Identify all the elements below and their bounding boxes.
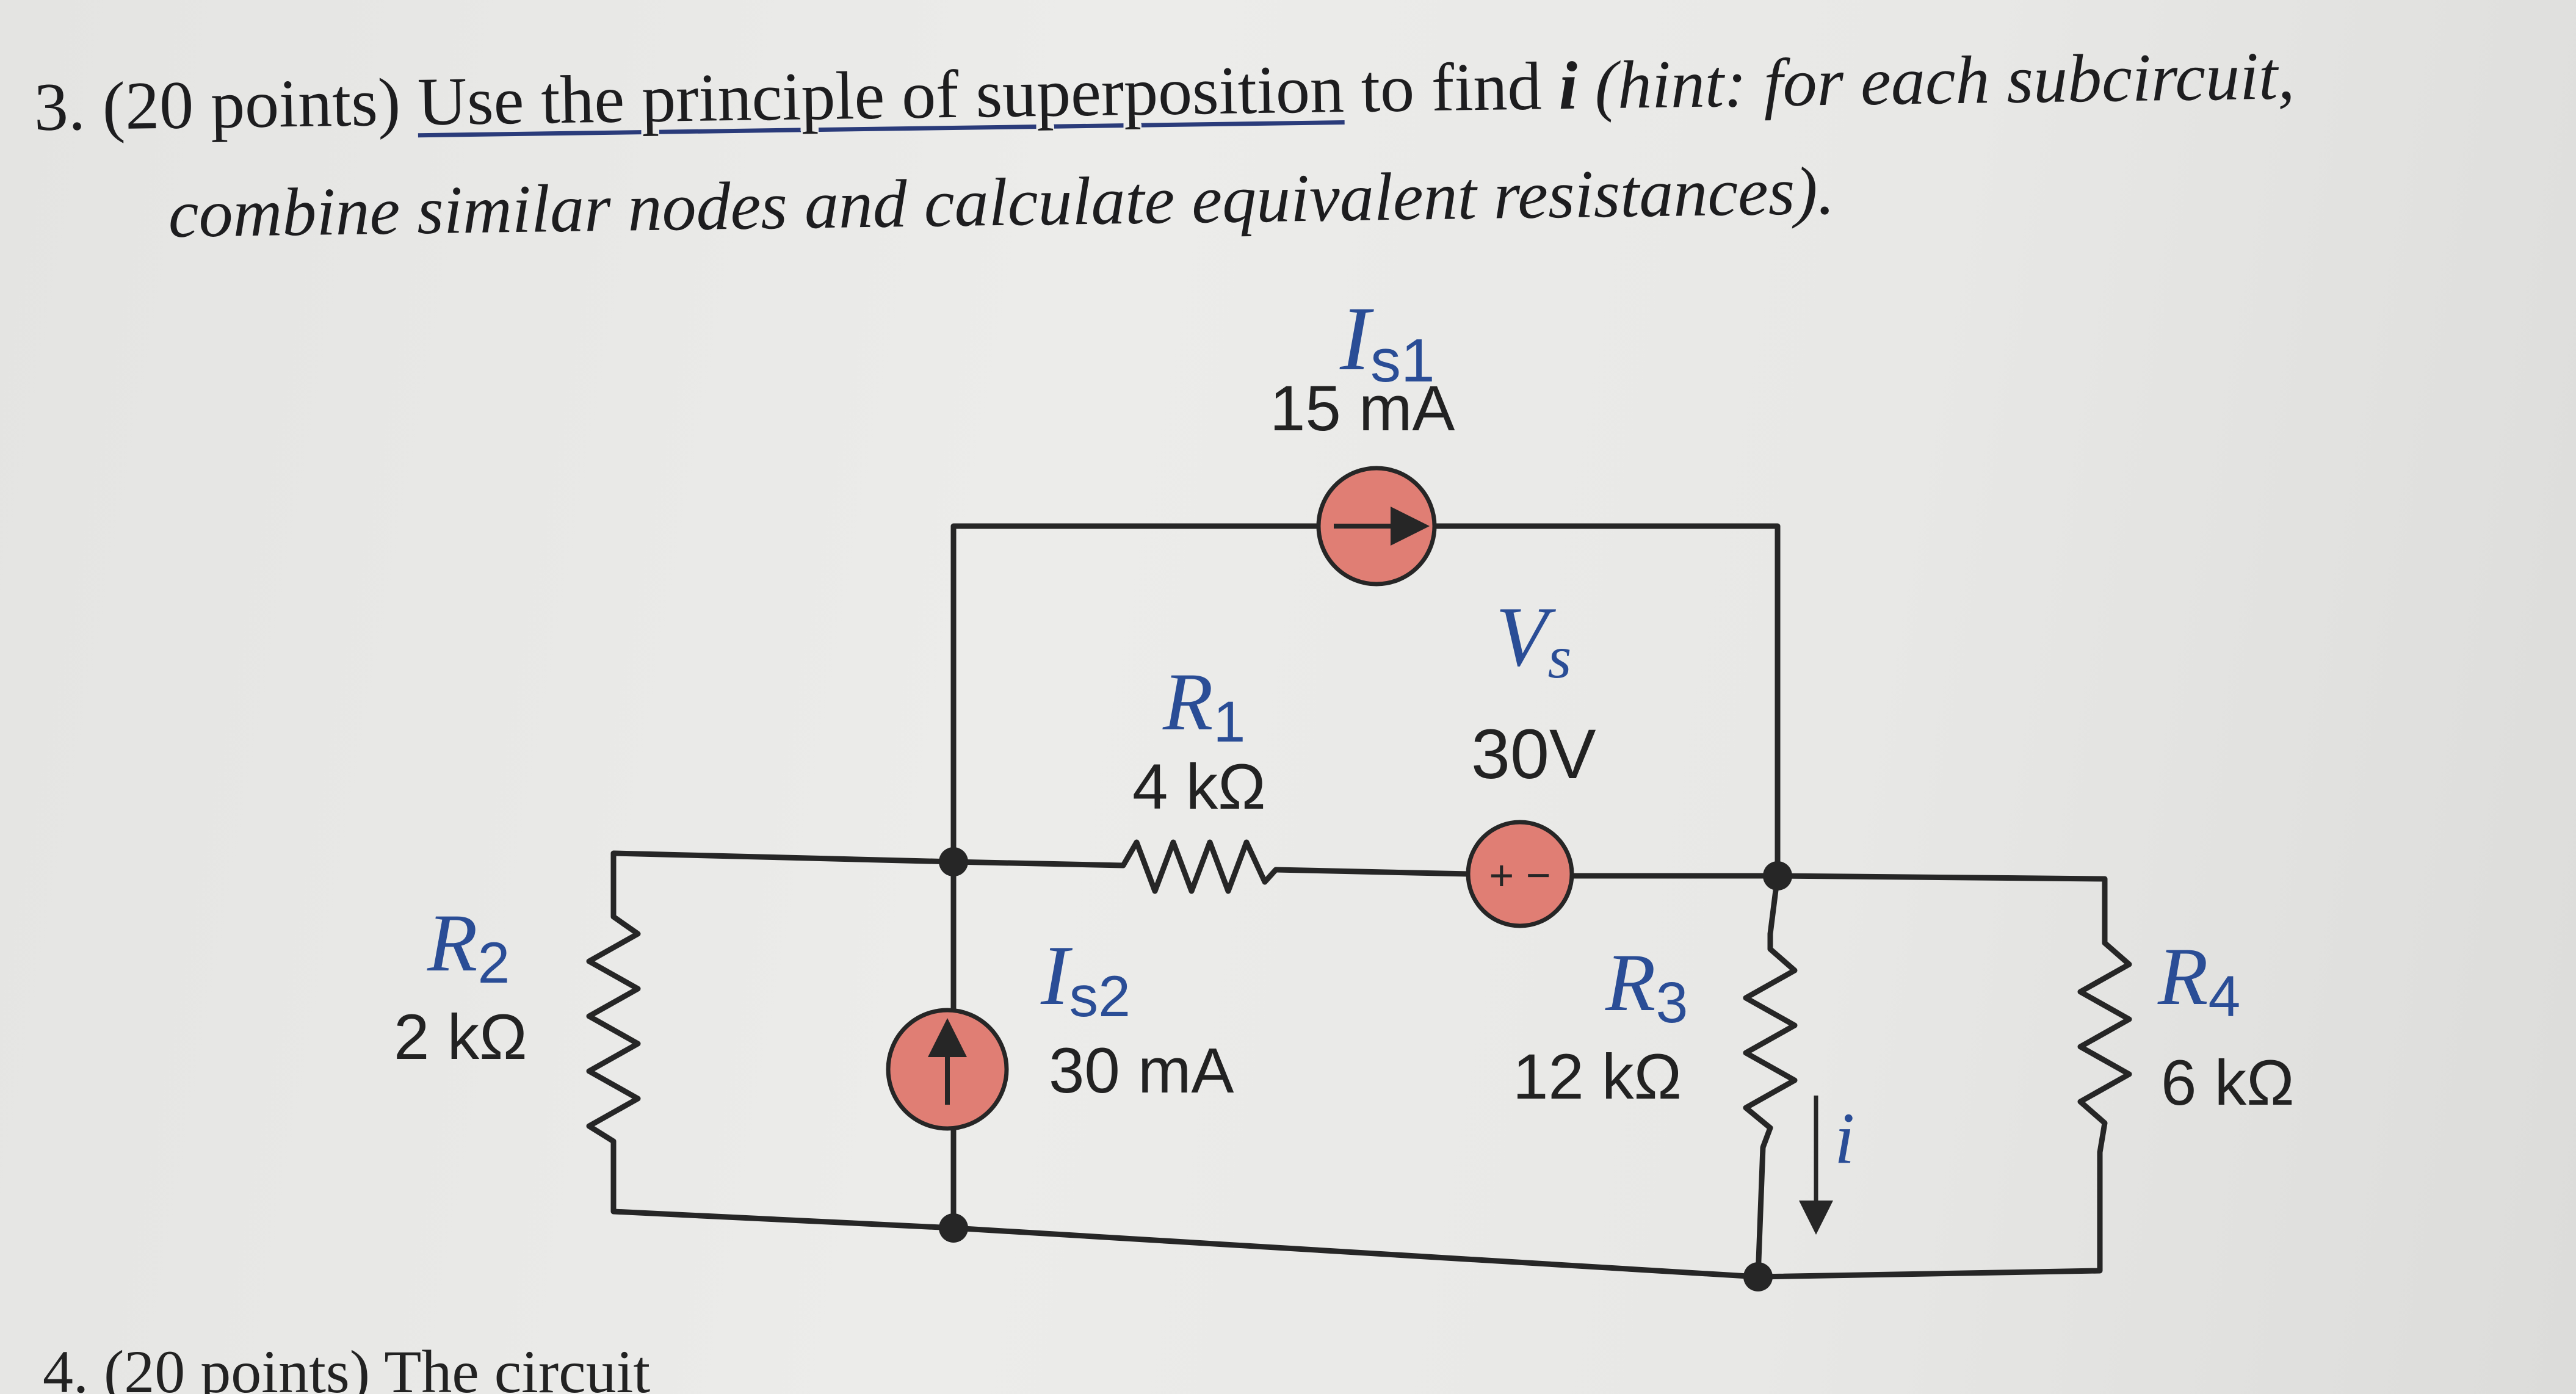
value-is1: 15 mA (1270, 373, 1455, 444)
wire-r2-bottom (610, 1149, 957, 1231)
wire-mid-left (610, 850, 1126, 889)
next-problem-text: 4. (20 points) The circuit (43, 1338, 651, 1394)
label-vs-sub: s (1548, 623, 1572, 691)
label-is2-symbol: I (1040, 928, 1073, 1023)
value-vs: 30V (1471, 715, 1596, 793)
current-source-is1 (1316, 466, 1437, 587)
node-bottom-left (939, 1213, 968, 1243)
vs-polarity: + − (1489, 851, 1550, 899)
label-r4: R4 (2157, 931, 2240, 1029)
resistor-r4 (2077, 931, 2132, 1153)
circuit-nodes (939, 847, 1792, 1291)
node-mid-left (939, 847, 968, 876)
label-r2-sub: 2 (477, 931, 510, 995)
label-is2-sub: s2 (1069, 964, 1131, 1029)
source-vs-circle (1466, 820, 1574, 928)
label-is2: Is2 (1040, 928, 1131, 1029)
label-r1-sub: 1 (1213, 690, 1245, 754)
label-r1-symbol: R (1162, 657, 1213, 748)
value-r4: 6 kΩ (2161, 1047, 2295, 1119)
node-bottom-right (1743, 1262, 1773, 1291)
voltage-source-vs: + − (1466, 820, 1574, 928)
label-is1-sub: s1 (1370, 327, 1435, 395)
label-r3-sub: 3 (1655, 970, 1688, 1035)
wire-r3-bottom (1755, 1144, 1766, 1280)
label-r2-symbol: R (427, 898, 477, 989)
label-r4-symbol: R (2157, 931, 2208, 1022)
resistor-r2 (586, 886, 641, 1152)
label-r4-sub: 4 (2208, 964, 2240, 1029)
wire-bottom-rail (950, 1149, 2103, 1280)
wire-mid-r1-vs (1273, 867, 1473, 877)
value-r3: 12 kΩ (1513, 1041, 1682, 1113)
current-source-is2 (886, 1008, 1009, 1131)
circuit-wires (610, 523, 2108, 1280)
wire-mid-right (1567, 873, 2108, 934)
label-is1-symbol: I (1339, 288, 1374, 389)
label-r2: R2 (427, 898, 510, 995)
wire-top-right (1425, 523, 1781, 879)
node-mid-right (1763, 861, 1792, 890)
value-r1: 4 kΩ (1132, 751, 1266, 823)
label-r1: R1 (1162, 657, 1245, 754)
label-is1: Is1 (1339, 288, 1435, 395)
resistor-r3 (1743, 934, 1798, 1149)
value-is2: 30 mA (1049, 1035, 1234, 1107)
value-r2: 2 kΩ (394, 1002, 527, 1073)
label-vs-symbol: V (1496, 590, 1556, 684)
wire-top-left (950, 523, 1328, 865)
resistor-r1 (1121, 839, 1278, 894)
label-r3: R3 (1605, 937, 1688, 1035)
label-current-i: i (1834, 1097, 1854, 1179)
label-r3-symbol: R (1605, 937, 1655, 1028)
label-vs: Vs (1496, 590, 1571, 691)
